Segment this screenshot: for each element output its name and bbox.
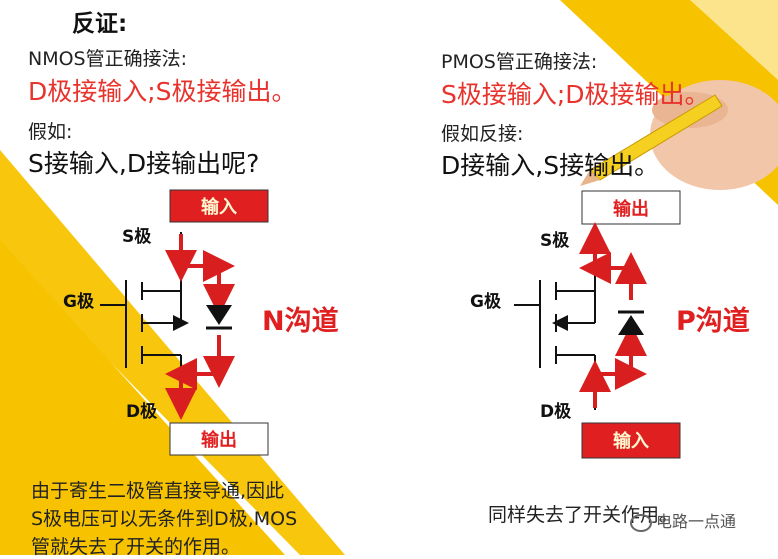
pmos-pin-s: S极 <box>540 231 569 251</box>
nmos-input-label: 输入 <box>201 196 237 218</box>
nmos-output-label: 输出 <box>201 429 237 451</box>
nmos-correct-rule: D极接输入;S极接输出。 <box>28 77 297 106</box>
nmos-channel-label: N沟道 <box>262 305 339 337</box>
hand-pencil-illustration <box>580 80 778 190</box>
nmos-circuit: 输入 输出 S极 G极 D极 N沟道 <box>63 189 339 456</box>
pmos-question: D接输入,S接输出。 <box>441 151 660 180</box>
nmos-output-box <box>169 422 269 456</box>
pmos-input-label: 输入 <box>613 430 649 452</box>
nmos-question-intro: 假如: <box>28 121 73 143</box>
nmos-pin-s: S极 <box>122 227 151 247</box>
nmos-heading: NMOS管正确接法: <box>28 48 188 70</box>
pmos-output-box <box>581 190 681 225</box>
nmos-input-box <box>169 189 269 223</box>
pmos-correct-rule: S极接输入;D极接输出。 <box>441 80 710 109</box>
pmos-output-label: 输出 <box>613 198 649 220</box>
pmos-channel-label: P沟道 <box>676 305 750 337</box>
nmos-body-diode-icon <box>206 305 232 325</box>
nmos-conclusion-line-3: 管就失去了开关的作用。 <box>31 536 241 558</box>
pmos-input-box <box>581 422 681 459</box>
nmos-conclusion-line-2: S极电压可以无条件到D极,MOS <box>31 508 298 530</box>
watermark: 电路一点通 <box>630 508 736 532</box>
pmos-heading: PMOS管正确接法: <box>441 51 598 73</box>
nmos-pin-g: G极 <box>63 292 94 312</box>
nmos-pin-d: D极 <box>126 402 157 422</box>
pmos-pin-d: D极 <box>540 402 571 422</box>
pmos-question-intro: 假如反接: <box>441 123 524 145</box>
pmos-pin-g: G极 <box>470 292 501 312</box>
nmos-question: S接输入,D接输出呢? <box>28 149 260 178</box>
nmos-conclusion-line-1: 由于寄生二极管直接导通,因此 <box>31 480 285 502</box>
page-title: 反证: <box>72 11 128 37</box>
pmos-circuit: 输出 输入 S极 G极 D极 P沟道 <box>470 190 750 459</box>
pmos-body-diode-icon <box>618 315 644 335</box>
watermark-text: 电路一点通 <box>656 512 737 531</box>
wechat-icon <box>630 513 652 532</box>
